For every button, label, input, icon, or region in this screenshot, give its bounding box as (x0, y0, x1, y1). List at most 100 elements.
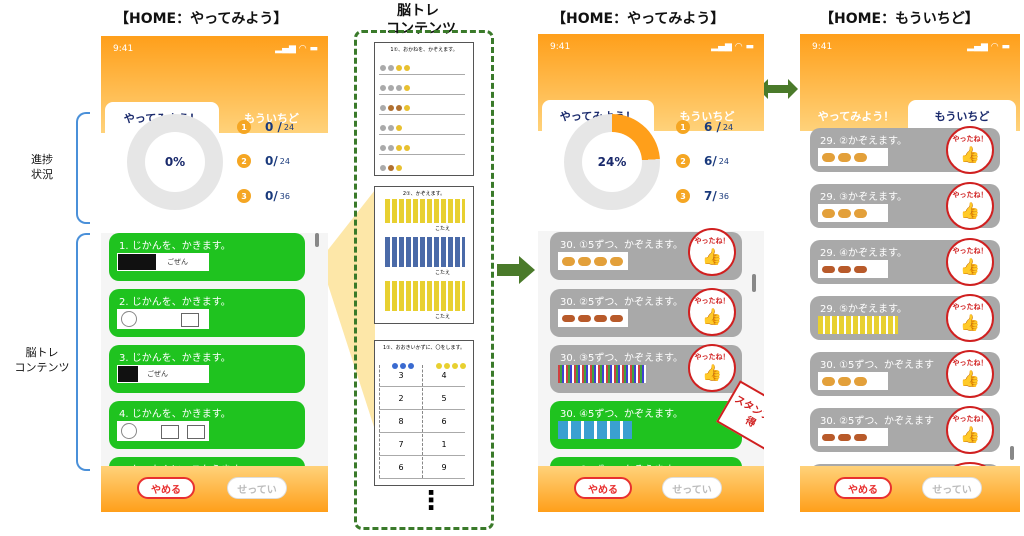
coin-row (379, 137, 465, 155)
coin-row (379, 157, 465, 175)
thumbs-up-icon: 👍 (702, 247, 722, 266)
tab-try[interactable]: やってみよう！ (817, 109, 895, 123)
stamp-done: やったね！👍 (688, 344, 736, 392)
settings-button[interactable]: せってい (227, 477, 287, 499)
dots-image (818, 316, 898, 334)
cups-image (558, 421, 632, 439)
dishes-image (558, 309, 628, 327)
scrollbar[interactable] (752, 274, 756, 292)
answer-box[interactable] (161, 425, 179, 439)
compare-cell[interactable]: 9 (422, 457, 465, 478)
progress-label: 進捗状況 (31, 153, 53, 181)
answer-box[interactable] (181, 313, 199, 327)
crayons-image (558, 365, 646, 383)
tab-retry[interactable]: もういちど (679, 109, 735, 123)
title-home-retry: 【HOME：もういちど】 (820, 11, 979, 27)
tab-retry[interactable]: もういちど (908, 100, 1016, 131)
yellow-dots (385, 281, 465, 311)
brain-label: 脳トレコンテンツ (14, 346, 70, 374)
content-card-1[interactable]: 1. じかんを、かきます。 ごぜん (109, 233, 305, 281)
scrollbar[interactable] (315, 233, 319, 247)
compare-cell[interactable]: 2 (379, 388, 422, 409)
quit-button[interactable]: やめる (574, 477, 632, 499)
progress-percent: 0% (145, 132, 205, 192)
flow-arrow-icon (497, 256, 535, 284)
stamp-done: やったね！👍 (688, 228, 736, 276)
compare-cell[interactable]: 5 (422, 388, 465, 409)
thumbs-up-icon: 👍 (960, 257, 980, 276)
progress-percent: 24% (582, 132, 642, 192)
coin-row (379, 57, 465, 75)
content-card-4[interactable]: 4. じかんを、かきます。 (109, 401, 305, 449)
double-arrow-icon (758, 79, 798, 99)
nuts-image (818, 204, 888, 222)
compare-cell[interactable]: 3 (379, 365, 422, 386)
thumbs-up-icon: 👍 (960, 145, 980, 164)
tab-retry[interactable]: もういちど (244, 111, 299, 125)
content-card-2[interactable]: 2. じかんを、かきます。 (109, 289, 305, 337)
stamp-done: やったね！👍 (688, 288, 736, 336)
answer-box[interactable] (187, 425, 205, 439)
nuts-image (818, 372, 888, 390)
settings-button[interactable]: せってい (662, 477, 722, 499)
dishes-image (818, 260, 888, 278)
analog-clock-icon (121, 423, 137, 439)
compare-cell[interactable]: 6 (422, 411, 465, 432)
settings-button[interactable]: せってい (922, 477, 982, 499)
dishes-image (818, 428, 888, 446)
stamp-done: やったね！👍 (946, 182, 994, 230)
progress-bracket (76, 112, 90, 224)
content-card-3[interactable]: 3. じかんを、かきます。 ごぜん (109, 345, 305, 393)
signal-icon: ▂▄▆ ◠ ▬ (275, 44, 318, 54)
thumbs-up-icon: 👍 (960, 425, 980, 444)
progress-gauge: 0% (127, 114, 223, 210)
quit-button[interactable]: やめる (834, 477, 892, 499)
nuts-image (818, 148, 888, 166)
stamp-done: やったね！👍 (946, 238, 994, 286)
thumbs-up-icon: 👍 (702, 307, 722, 326)
worksheet-coins: 1①、おかねを、かぞえます。 (374, 42, 474, 176)
scrollbar[interactable] (1010, 446, 1014, 460)
more-ellipsis: ⋮ (418, 486, 444, 516)
compare-cell[interactable]: 1 (422, 434, 465, 455)
yellow-dots (385, 199, 465, 223)
digital-clock-icon (118, 366, 138, 382)
analog-clock-icon (121, 311, 137, 327)
compare-cell[interactable]: 8 (379, 411, 422, 432)
stamp-done: やったね！👍 (946, 350, 994, 398)
zoom-highlight (320, 190, 375, 430)
title-home-try-2: 【HOME：やってみよう】 (552, 11, 725, 27)
brain-contents-box (354, 30, 494, 530)
title-brain-1: 脳トレ (397, 3, 439, 19)
thumbs-up-icon: 👍 (960, 201, 980, 220)
stamp-done: やったね！👍 (946, 126, 994, 174)
status-bar: 9:41▂▄▆ ◠ ▬ (113, 44, 318, 54)
stamp-done: やったね！👍 (946, 294, 994, 342)
brain-bracket (76, 233, 90, 471)
title-brain-2: コンテンツ (386, 21, 456, 37)
digital-clock-icon (118, 254, 156, 270)
compare-cell[interactable]: 6 (379, 457, 422, 478)
thumbs-up-icon: 👍 (960, 369, 980, 388)
title-home-try: 【HOME：やってみよう】 (115, 11, 288, 27)
compare-cell[interactable]: 4 (422, 365, 465, 386)
phone-home-retry: 9:41▂▄▆ ◠ ▬ やってみよう！ もういちど 29. ②かぞえます。やった… (800, 34, 1020, 512)
footer: やめる せってい (101, 466, 328, 512)
phone-home-try-progress: 9:41▂▄▆ ◠ ▬ やってみよう！ もういちど 24% 16 /24 26/… (538, 34, 764, 512)
worksheet-dots: 2①、かぞえます。 こたえ こたえ こたえ (374, 186, 474, 324)
progress-gauge: 24% (564, 114, 660, 210)
stamp-done: やったね！👍 (946, 406, 994, 454)
content-card-4[interactable]: 30. ④5ずつ、かぞえます。 (550, 401, 742, 449)
phone-home-try: 9:41▂▄▆ ◠ ▬ やってみよう！ もういちど 0% 10 /24 20/2… (101, 36, 328, 512)
quit-button[interactable]: やめる (137, 477, 195, 499)
compare-cell[interactable]: 7 (379, 434, 422, 455)
